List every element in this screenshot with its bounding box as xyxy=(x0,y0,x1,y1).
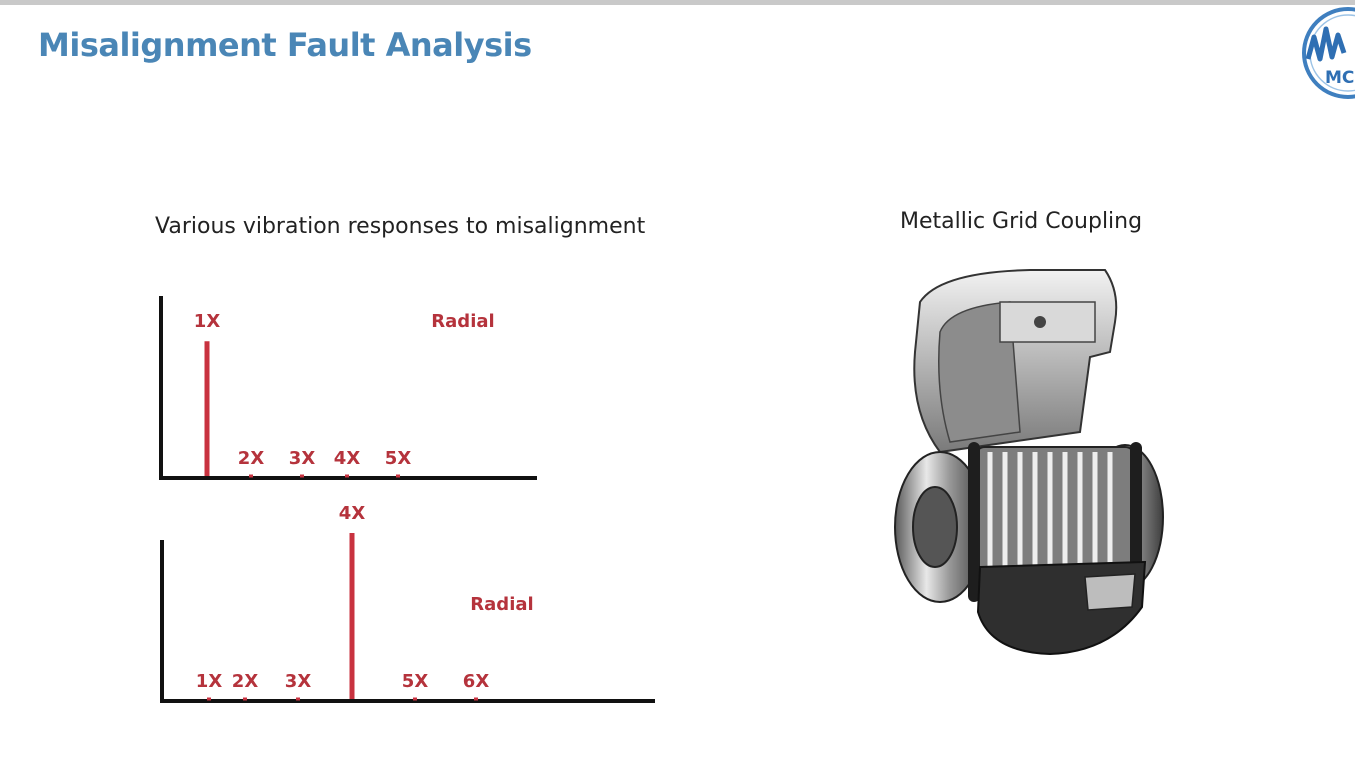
vibration-spectrum-charts: 1X 2X 3X 4X 5X Radial 1X 2X 3X 4X 5X 6X Radial xyxy=(159,296,655,703)
chart-2-label-5X: 5X xyxy=(402,671,429,692)
chart-2-label-6X: 6X xyxy=(463,671,490,692)
chart-1-label-3X: 3X xyxy=(289,448,316,469)
logo-text: MC xyxy=(1325,68,1354,88)
chart-2-label-3X: 3X xyxy=(285,671,312,692)
chart-2-annotation: Radial xyxy=(470,594,533,615)
chart-2-label-1X: 1X xyxy=(196,671,223,692)
chart-2-label-2X: 2X xyxy=(232,671,259,692)
chart-1-label-4X: 4X xyxy=(334,448,361,469)
chart-1-label-2X: 2X xyxy=(238,448,265,469)
slide-title: Misalignment Fault Analysis xyxy=(38,26,532,64)
chart-1-label-5X: 5X xyxy=(385,448,412,469)
chart-2-label-4X: 4X xyxy=(339,503,366,524)
company-logo: MC xyxy=(1302,7,1355,99)
right-subtitle: Metallic Grid Coupling xyxy=(900,209,1143,234)
chart-1-annotation: Radial xyxy=(431,311,494,332)
grid-coupling-illustration xyxy=(894,269,1164,656)
left-subtitle: Various vibration responses to misalignm… xyxy=(155,214,646,239)
chart-1-label-1X: 1X xyxy=(194,311,221,332)
top-border xyxy=(0,0,1355,5)
logo-wave-icon xyxy=(1305,26,1347,62)
